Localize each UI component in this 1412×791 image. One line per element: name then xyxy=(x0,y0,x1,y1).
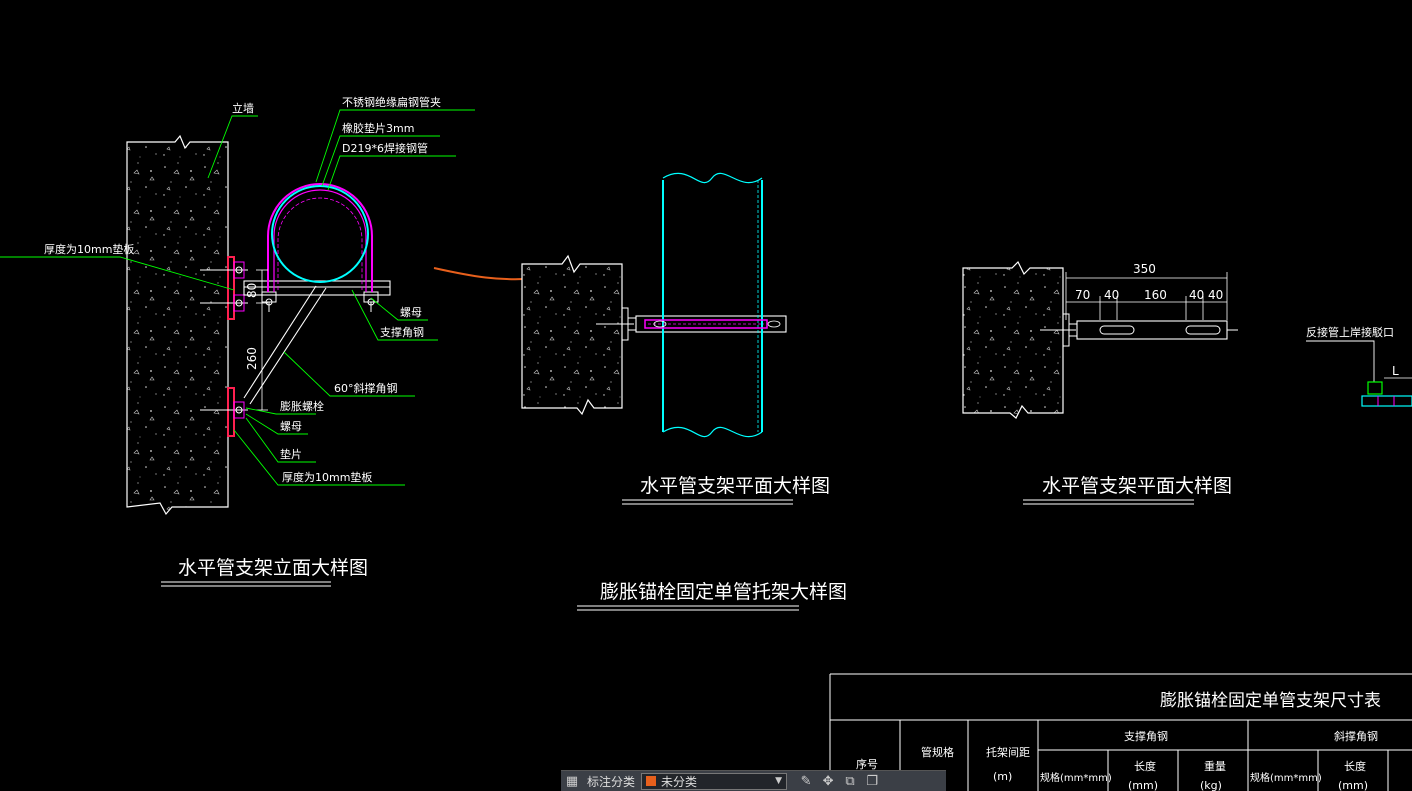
edit-icon[interactable]: ✎ xyxy=(800,773,812,789)
copy-icon[interactable]: ⧉ xyxy=(845,773,855,789)
th-length2: 长度 xyxy=(1344,759,1366,773)
label-clamp: 不锈钢绝缘扁钢管夹 xyxy=(342,95,441,109)
th-spacing-unit: (m) xyxy=(993,770,1012,783)
plan-view-1: 水平管支架平面大样图 xyxy=(521,172,830,505)
th-length2-unit: (mm) xyxy=(1338,779,1368,791)
label-wall: 立墙 xyxy=(232,101,254,115)
grid-icon[interactable]: ▦ xyxy=(565,773,579,789)
label-reverse-pipe: 反接管上岸接駁口 xyxy=(1306,325,1394,339)
label-pipe: D219*6焊接钢管 xyxy=(342,141,428,155)
elevation-title: 水平管支架立面大样图 xyxy=(178,557,368,579)
label-plate-bottom: 厚度为10mm垫板 xyxy=(282,470,372,484)
th-spec1: 规格(mm*mm) xyxy=(1040,771,1112,784)
dim-L: L xyxy=(1392,364,1399,378)
dim-40a: 40 xyxy=(1104,288,1119,302)
dim-350: 350 xyxy=(1133,262,1156,276)
th-length1: 长度 xyxy=(1134,759,1156,773)
th-length1-unit: (mm) xyxy=(1128,779,1158,791)
label-rubber-pad: 橡胶垫片3mm xyxy=(342,121,414,135)
dim-40b: 40 xyxy=(1189,288,1204,302)
concrete-wall-plan-2 xyxy=(962,260,1064,419)
label-plate-top: 厚度为10mm垫板 xyxy=(44,242,134,256)
th-spacing: 托架间距 xyxy=(986,745,1030,759)
dim-80: 80 xyxy=(245,283,259,298)
wall-plate-top xyxy=(227,256,235,320)
dim-160: 160 xyxy=(1144,288,1167,302)
th-weight1: 重量 xyxy=(1204,759,1226,773)
support-angle xyxy=(243,280,391,296)
concrete-wall xyxy=(126,134,229,516)
label-washer: 垫片 xyxy=(280,447,302,461)
anchor-bolts xyxy=(200,261,248,419)
diagonal-brace xyxy=(243,285,327,405)
pipe-section xyxy=(271,185,369,283)
annotation-toolbar: ▦ 标注分类 未分类 ▼ ✎ ✥ ⧉ ❐ xyxy=(561,770,946,791)
wall-plate-bottom xyxy=(227,387,235,437)
dimension-lines xyxy=(256,269,268,411)
dimension-table xyxy=(829,673,1412,791)
move-icon[interactable]: ✥ xyxy=(822,773,834,789)
dim-40c: 40 xyxy=(1208,288,1223,302)
plan-view-2: 350 70 40 160 40 40 水平管支架平面大样图 xyxy=(962,260,1238,505)
th-index: 序号 xyxy=(856,757,878,771)
plan-2-dimension-lines xyxy=(1065,272,1228,320)
plan-2-title: 水平管支架平面大样图 xyxy=(1042,475,1232,497)
pipe-clamp xyxy=(267,183,373,292)
label-nut-right: 螺母 xyxy=(400,306,422,319)
paste-icon[interactable]: ❐ xyxy=(866,773,878,789)
label-nut-bottom: 螺母 xyxy=(280,420,302,433)
th-pipe-spec: 管规格 xyxy=(921,745,954,759)
pipe-plan xyxy=(662,172,763,438)
right-edge-fragment: 反接管上岸接駁口 L xyxy=(1306,325,1412,407)
th-diagonal-group: 斜撑角钢 xyxy=(1334,729,1378,743)
th-weight1-unit: (kg) xyxy=(1200,779,1222,791)
label-diagonal-angle: 60°斜撑角钢 xyxy=(334,381,398,395)
clamp-strap-plan xyxy=(644,319,768,329)
toolbar-label: 标注分类 xyxy=(587,774,636,789)
th-support-group: 支撑角钢 xyxy=(1124,729,1168,743)
category-color-swatch xyxy=(646,776,657,786)
plan-1-title: 水平管支架平面大样图 xyxy=(640,475,830,497)
elevation-view: 80 260 立墙 不锈钢绝缘扁钢管夹 橡胶垫片3mm D219*6焊接钢管 厚… xyxy=(0,95,475,587)
label-support-angle: 支撑角钢 xyxy=(380,325,424,339)
leader-lines xyxy=(0,109,475,486)
category-select[interactable]: 未分类 ▼ xyxy=(641,772,788,790)
dim-70: 70 xyxy=(1075,288,1090,302)
concrete-wall-plan-1 xyxy=(521,254,623,416)
chevron-down-icon: ▼ xyxy=(775,776,783,786)
main-detail-title: 膨胀锚栓固定单管托架大样图 xyxy=(600,581,847,603)
dim-260: 260 xyxy=(245,347,259,370)
category-selected: 未分类 xyxy=(661,774,698,789)
th-spec2: 规格(mm*mm) xyxy=(1250,771,1322,784)
label-expansion-bolt: 膨胀螺栓 xyxy=(280,399,324,413)
table-title: 膨胀锚栓固定单管支架尺寸表 xyxy=(1160,691,1381,711)
